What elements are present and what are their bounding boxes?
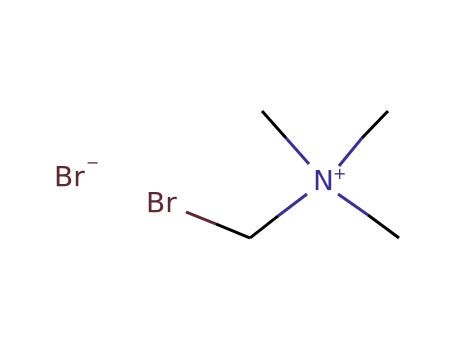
- c-n-bond-n-half: [277, 192, 308, 218]
- nitrogen-charge: +: [333, 164, 346, 183]
- nitrogen-atom-label: N: [313, 164, 334, 197]
- bromine-atom-label: Br: [146, 186, 177, 219]
- c-n-bond-c-half: [249, 214, 279, 240]
- n-methyl-upper-right-bond-n-half: [337, 137, 364, 167]
- n-methyl-upper-left-bond-c-half: [260, 110, 288, 139]
- n-methyl-lower-right-bond-c-half: [367, 213, 400, 240]
- bromide-ion-symbol: Br: [54, 160, 85, 193]
- n-methyl-upper-right-bond-c-half: [360, 109, 390, 140]
- bromide-ion-charge: −: [86, 153, 99, 172]
- n-methyl-upper-left-bond-n-half: [284, 137, 311, 165]
- br-c-bond-c-half: [215, 222, 251, 240]
- n-methyl-lower-right-bond-n-half: [337, 192, 369, 217]
- br-c-bond-br-half: [185, 210, 217, 226]
